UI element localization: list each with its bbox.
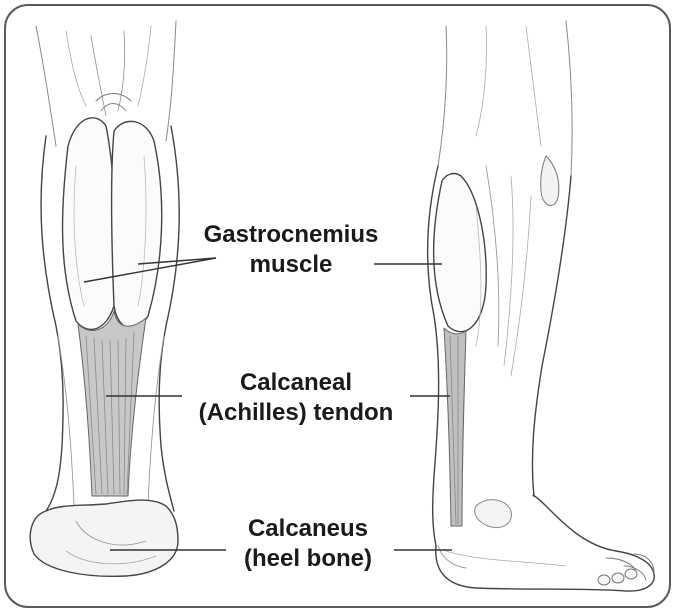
gastrocnemius-line1: Gastrocnemius xyxy=(196,220,386,250)
gastrocnemius-label: Gastrocnemius muscle xyxy=(196,220,386,280)
leg-side-view xyxy=(428,21,655,591)
calcaneus-label: Calcaneus (heel bone) xyxy=(226,514,390,574)
leg-back-view xyxy=(30,21,179,576)
calcaneus-line2: (heel bone) xyxy=(226,544,390,574)
calcaneus-line1: Calcaneus xyxy=(226,514,390,544)
achilles-label: Calcaneal (Achilles) tendon xyxy=(186,368,406,428)
achilles-line2: (Achilles) tendon xyxy=(186,398,406,428)
diagram-frame: Gastrocnemius muscle Calcaneal (Achilles… xyxy=(4,4,671,608)
gastrocnemius-line2: muscle xyxy=(196,250,386,280)
achilles-line1: Calcaneal xyxy=(186,368,406,398)
